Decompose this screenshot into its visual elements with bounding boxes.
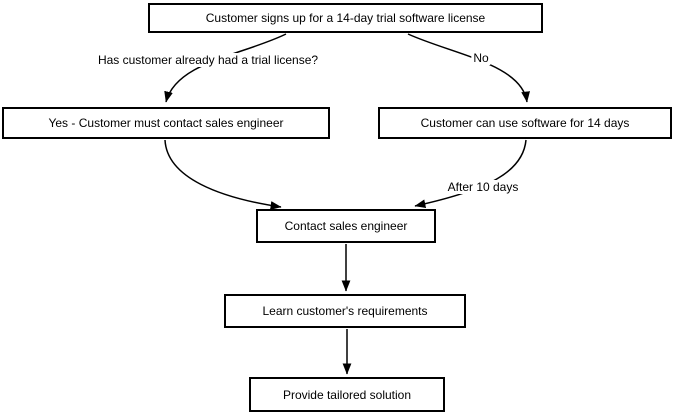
edge-label-after-10-days: After 10 days [445, 180, 521, 194]
node-learn-requirements: Learn customer's requirements [224, 294, 466, 328]
edge-no-to-contact [414, 139, 527, 209]
edge-start-to-yes [164, 33, 287, 103]
edge-yes-to-contact [164, 139, 282, 210]
node-use-software-14-days: Customer can use software for 14 days [378, 107, 672, 139]
node-contact-sales-engineer: Contact sales engineer [256, 209, 436, 243]
edge-label-no: No [471, 51, 491, 65]
edge-start-to-no [407, 33, 530, 103]
node-provide-solution: Provide tailored solution [249, 377, 445, 412]
edge-label-trial-question: Has customer already had a trial license… [95, 53, 321, 67]
node-yes-contact-sales: Yes - Customer must contact sales engine… [2, 107, 330, 139]
node-start: Customer signs up for a 14-day trial sof… [148, 3, 543, 33]
